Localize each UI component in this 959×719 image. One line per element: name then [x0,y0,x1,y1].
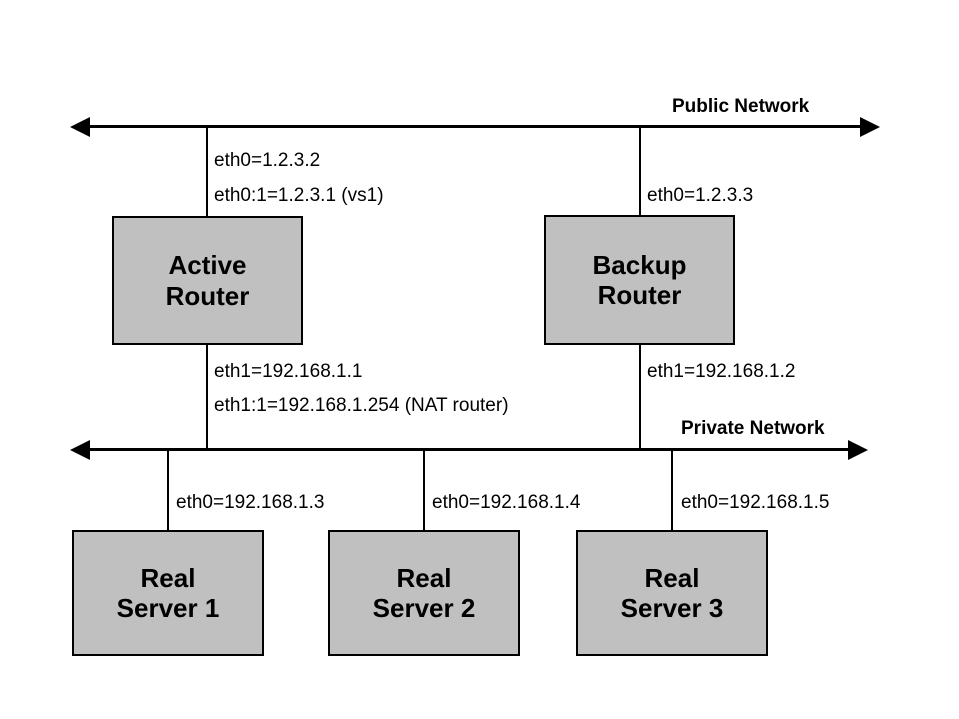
real-server-3-label-line2: Server 3 [620,593,724,623]
private-network-bus [88,448,850,451]
real-server-1-eth0-label: eth0=192.168.1.3 [176,492,325,513]
backup-router-private-link [639,345,641,449]
real-server-3-label-line1: Real [644,562,700,593]
active-router-eth0-alias-label: eth0:1=1.2.3.1 (vs1) [214,185,384,206]
private-network-label: Private Network [681,418,825,439]
active-router-eth0-label: eth0=1.2.3.2 [214,150,321,171]
real-server-2-link [423,450,425,530]
real-server-1-label-line2: Server 1 [116,593,220,623]
real-server-2-eth0-label: eth0=192.168.1.4 [432,492,581,513]
real-server-3-node: Real Server 3 [576,530,768,656]
real-server-3-eth0-label: eth0=192.168.1.5 [681,492,830,513]
backup-router-public-link [639,127,641,215]
backup-router-eth0-label: eth0=1.2.3.3 [647,185,754,206]
backup-router-eth1-label: eth1=192.168.1.2 [647,361,796,382]
public-network-bus [88,125,862,128]
public-network-left-arrowhead [70,117,90,137]
real-server-2-label-line1: Real [396,562,452,593]
active-router-eth1-alias-label: eth1:1=192.168.1.254 (NAT router) [214,395,509,416]
active-router-label-line2: Router [165,280,250,311]
backup-router-node: Backup Router [544,215,735,345]
backup-router-label-line1: Backup [592,249,687,280]
active-router-public-link [206,127,208,216]
real-server-1-node: Real Server 1 [72,530,264,656]
backup-router-label-line2: Router [597,280,682,310]
public-network-label: Public Network [672,96,810,117]
real-server-1-label-line1: Real [140,562,196,593]
real-server-2-label-line2: Server 2 [372,593,476,623]
real-server-3-link [671,450,673,530]
active-router-private-link [206,345,208,449]
private-network-right-arrowhead [848,440,868,460]
active-router-label-line1: Active [168,250,247,281]
real-server-2-node: Real Server 2 [328,530,520,656]
active-router-node: Active Router [112,216,303,345]
active-router-eth1-label: eth1=192.168.1.1 [214,361,363,382]
private-network-left-arrowhead [70,440,90,460]
public-network-right-arrowhead [860,117,880,137]
real-server-1-link [167,450,169,530]
